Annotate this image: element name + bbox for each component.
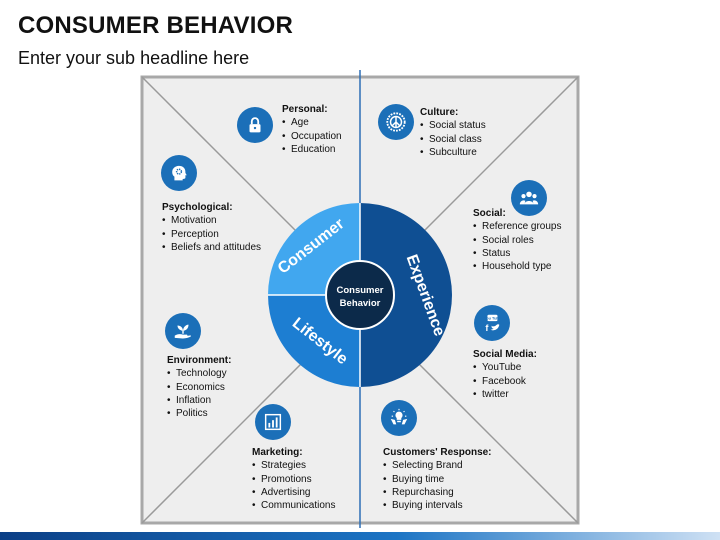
social-media-item: Facebook xyxy=(473,375,537,389)
marketing-item: Advertising xyxy=(252,486,335,500)
environment-item: Inflation xyxy=(167,394,231,408)
customers-response-item: Selecting Brand xyxy=(383,459,492,473)
environment-block: Environment: Technology Economics Inflat… xyxy=(167,354,232,421)
diagonal-bottom-right xyxy=(417,362,579,524)
culture-block: Culture: Social status Social class Subc… xyxy=(420,106,486,159)
center-wheel: Consumer Behavior Consumer Experience Li… xyxy=(268,203,452,387)
marketing-item: Communications xyxy=(252,499,335,513)
social-media-heading: Social Media: xyxy=(473,349,537,360)
social-media-item: YouTube xyxy=(473,361,537,375)
social-media-block: Social Media: YouTube Facebook twitter xyxy=(473,348,537,401)
social-item: Social roles xyxy=(473,234,562,248)
diagonal-top-right xyxy=(417,76,579,238)
social-block: Social: Reference groups Social roles St… xyxy=(473,207,562,274)
page-subtitle: Enter your sub headline here xyxy=(18,48,250,68)
wheel-core xyxy=(325,260,395,330)
core-label-line1: Consumer xyxy=(337,285,384,296)
social-item: Status xyxy=(473,247,562,261)
culture-item: Social class xyxy=(420,133,486,147)
lock-icon xyxy=(237,107,273,143)
culture-item: Social status xyxy=(420,119,486,133)
personal-item: Age xyxy=(282,116,342,130)
bar-chart-icon xyxy=(255,404,291,440)
social-item: Household type xyxy=(473,260,562,274)
customers-response-item: Buying intervals xyxy=(383,499,492,513)
personal-heading: Personal: xyxy=(282,104,328,115)
culture-heading: Culture: xyxy=(420,107,459,118)
core-label-line2: Behavior xyxy=(340,298,381,309)
marketing-heading: Marketing: xyxy=(252,447,303,458)
environment-item: Technology xyxy=(167,367,231,381)
culture-item: Subculture xyxy=(420,146,486,160)
social-media-icon: You Tube f xyxy=(474,305,510,341)
personal-item: Occupation xyxy=(282,130,342,144)
marketing-item: Strategies xyxy=(252,459,335,473)
diagonal-bottom-left xyxy=(141,362,303,524)
marketing-item: Promotions xyxy=(252,473,335,487)
personal-block: Personal: Age Occupation Education xyxy=(282,103,342,156)
environment-item: Economics xyxy=(167,381,231,395)
bottom-accent-bar xyxy=(0,532,720,540)
facebook-glyph: f xyxy=(485,323,489,333)
environment-heading: Environment: xyxy=(167,355,232,366)
psychological-block: Psychological: Motivation Perception Bel… xyxy=(162,201,261,254)
social-heading: Social: xyxy=(473,208,506,219)
marketing-block: Marketing: Strategies Promotions Adverti… xyxy=(252,446,335,513)
plant-hand-icon xyxy=(165,313,201,349)
social-media-item: twitter xyxy=(473,388,537,402)
psychological-item: Beliefs and attitudes xyxy=(162,241,261,255)
head-gear-icon xyxy=(161,155,197,191)
peace-icon xyxy=(378,104,414,140)
diagonal-top-left xyxy=(141,76,303,238)
segment-experience xyxy=(360,203,452,387)
group-icon xyxy=(511,180,547,216)
psychological-heading: Psychological: xyxy=(162,202,233,213)
customers-response-item: Buying time xyxy=(383,473,492,487)
page-title: CONSUMER BEHAVIOR xyxy=(18,12,293,39)
customers-response-heading: Customers' Response: xyxy=(383,447,492,458)
customers-response-block: Customers' Response: Selecting Brand Buy… xyxy=(383,446,492,513)
lightbulb-hand-icon xyxy=(381,400,417,436)
personal-item: Education xyxy=(282,143,342,157)
environment-item: Politics xyxy=(167,407,231,421)
social-item: Reference groups xyxy=(473,220,562,234)
psychological-item: Motivation xyxy=(162,214,261,228)
psychological-item: Perception xyxy=(162,228,261,242)
customers-response-item: Repurchasing xyxy=(383,486,492,500)
youtube-logo-text: You Tube xyxy=(484,317,501,321)
